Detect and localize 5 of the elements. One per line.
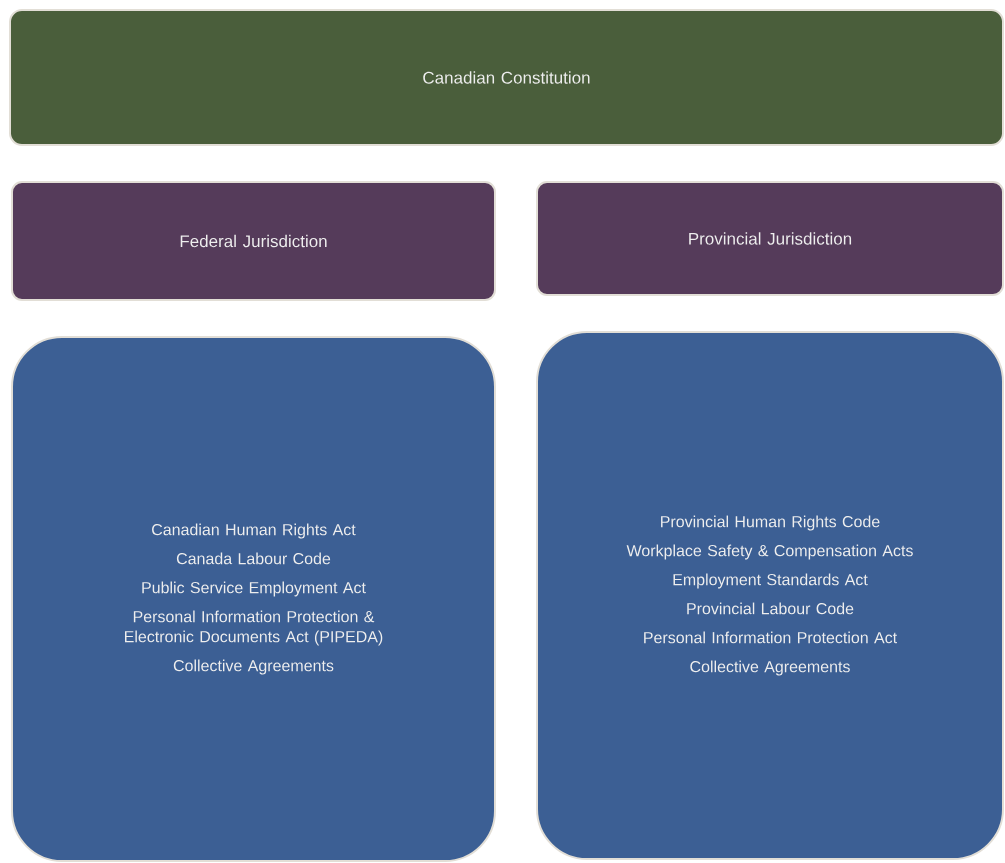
jurisdiction-box: Provincial Jurisdiction (536, 181, 1004, 296)
legislation-box: Canadian Human Rights Act Canada Labour Code Public Service Employment Act Personal Information Protection & Electronic Documents Act (PIPEDA) Collective Agreements (11, 336, 496, 862)
jurisdiction-box: Federal Jurisdiction (11, 181, 496, 301)
legislation-box: Provincial Human Rights Code Workplace Safety & Compensation Acts Employment Standards Act Provincial Labour Code Personal Information Protection Act Collective Agreements (536, 331, 1004, 860)
constitution-box: Canadian Constitution (9, 9, 1004, 146)
